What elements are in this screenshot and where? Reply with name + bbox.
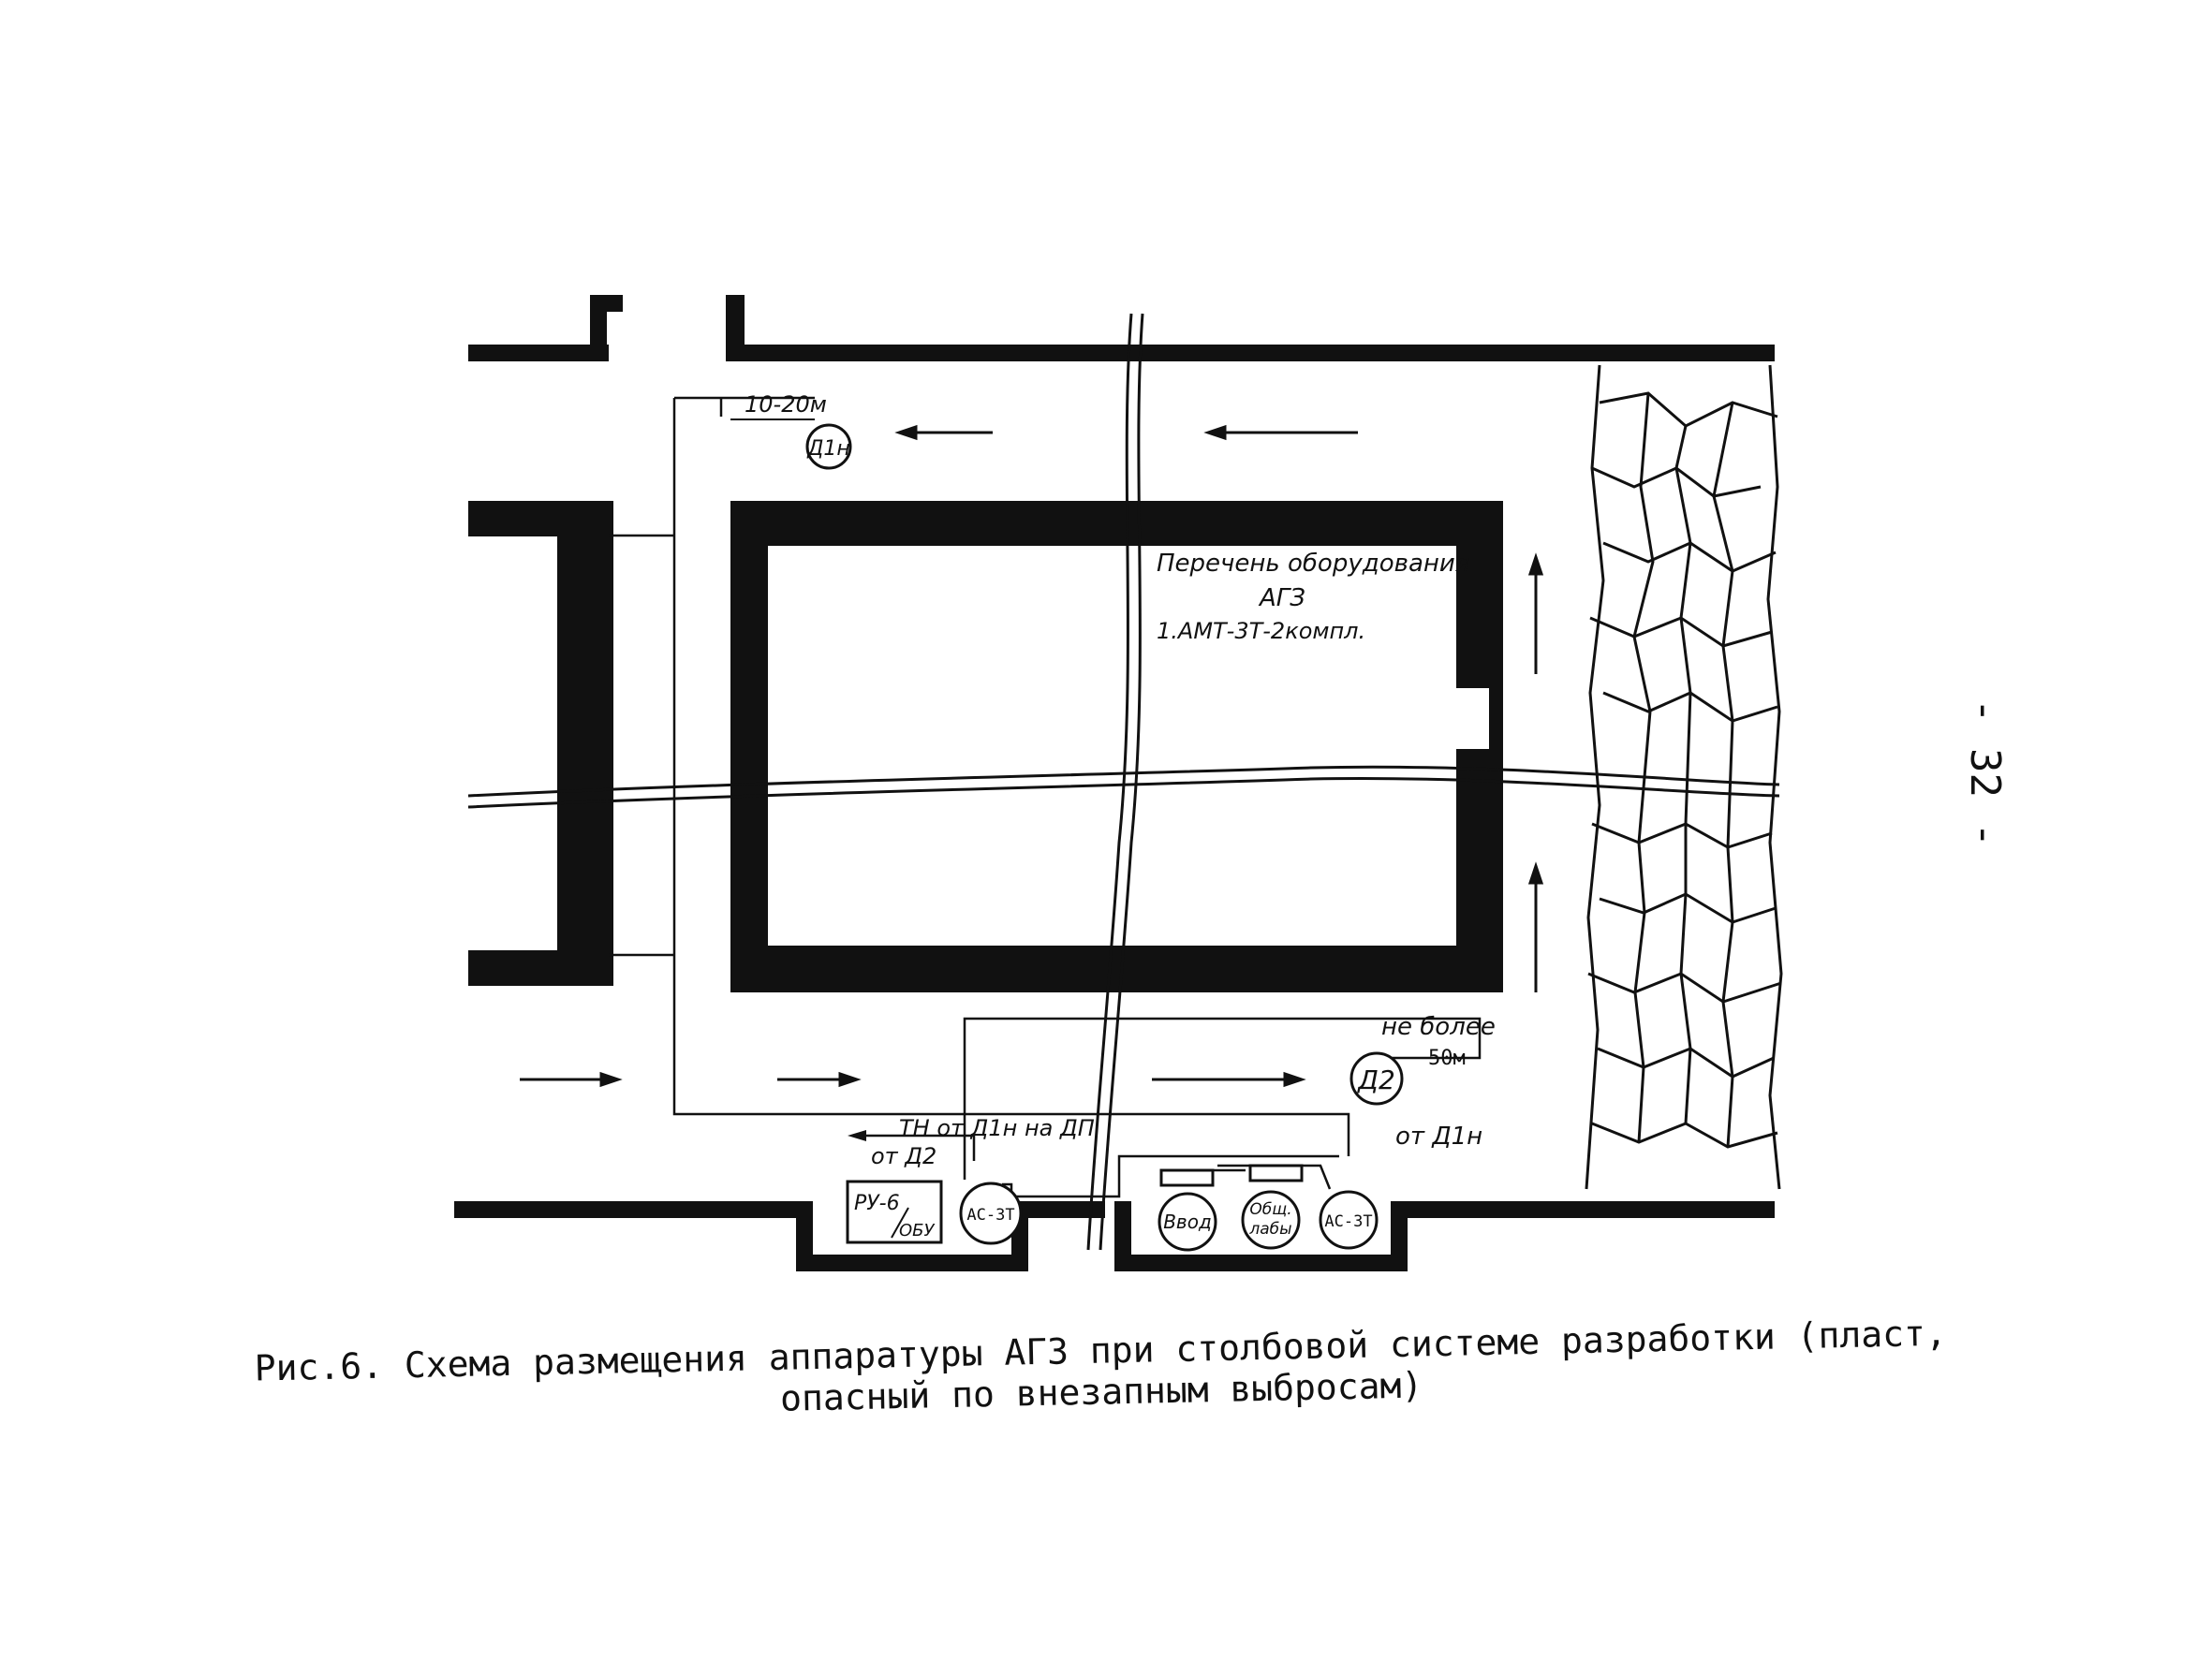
left-niche-equipment: РУ-6 ОБУ АС-3Т [846,1180,1023,1245]
left-pillar [468,501,613,986]
sensor-d2-label: Д2 [1356,1064,1395,1095]
cable-tn-label: ТН от Д1н на ДП [899,1115,1095,1141]
equipment-system: АГЗ [1258,584,1305,612]
airflow-arrows [520,424,1544,1088]
cable-tn-arrow [848,1130,866,1141]
top-drift-walls [468,295,1775,361]
right-niche-equipment: Ввод Общ. лабы АС-3Т [1158,1164,1379,1252]
cable-lines [609,396,1482,1208]
coal-face [1585,364,1783,1190]
equipment-title: Перечень оборудования [1157,550,1469,578]
central-pillar [730,501,1503,992]
break-lines [467,313,1780,1251]
ru6-label: РУ-6 [854,1192,900,1215]
common-load-label-2: лабы [1248,1220,1291,1239]
ru6-sub-label: ОБУ [899,1221,936,1241]
input-box-label: Ввод [1163,1211,1212,1233]
cable-from-d2-label: от Д2 [871,1143,936,1169]
as3t-right-label: АС-3Т [1324,1212,1372,1231]
sensor-d1n-top: Д1н [805,423,852,470]
distance-bottom-label-1: не более [1381,1013,1496,1041]
sensor-d1n-top-label: Д1н [806,437,850,461]
page-number: - 32 - [1961,697,2009,847]
distance-top-label: 10-20м [745,391,827,418]
bottom-drift-walls [454,1201,1775,1271]
as3t-left-label: АС-3Т [966,1206,1014,1225]
sensor-d2: Д2 [1349,1051,1404,1106]
distance-bottom-label-2: 50м [1428,1047,1466,1070]
equipment-item: 1.АМТ-3Т-2компл. [1157,618,1365,644]
common-load-label-1: Общ. [1249,1200,1291,1219]
cable-from-d1-label: от Д1н [1395,1123,1482,1151]
